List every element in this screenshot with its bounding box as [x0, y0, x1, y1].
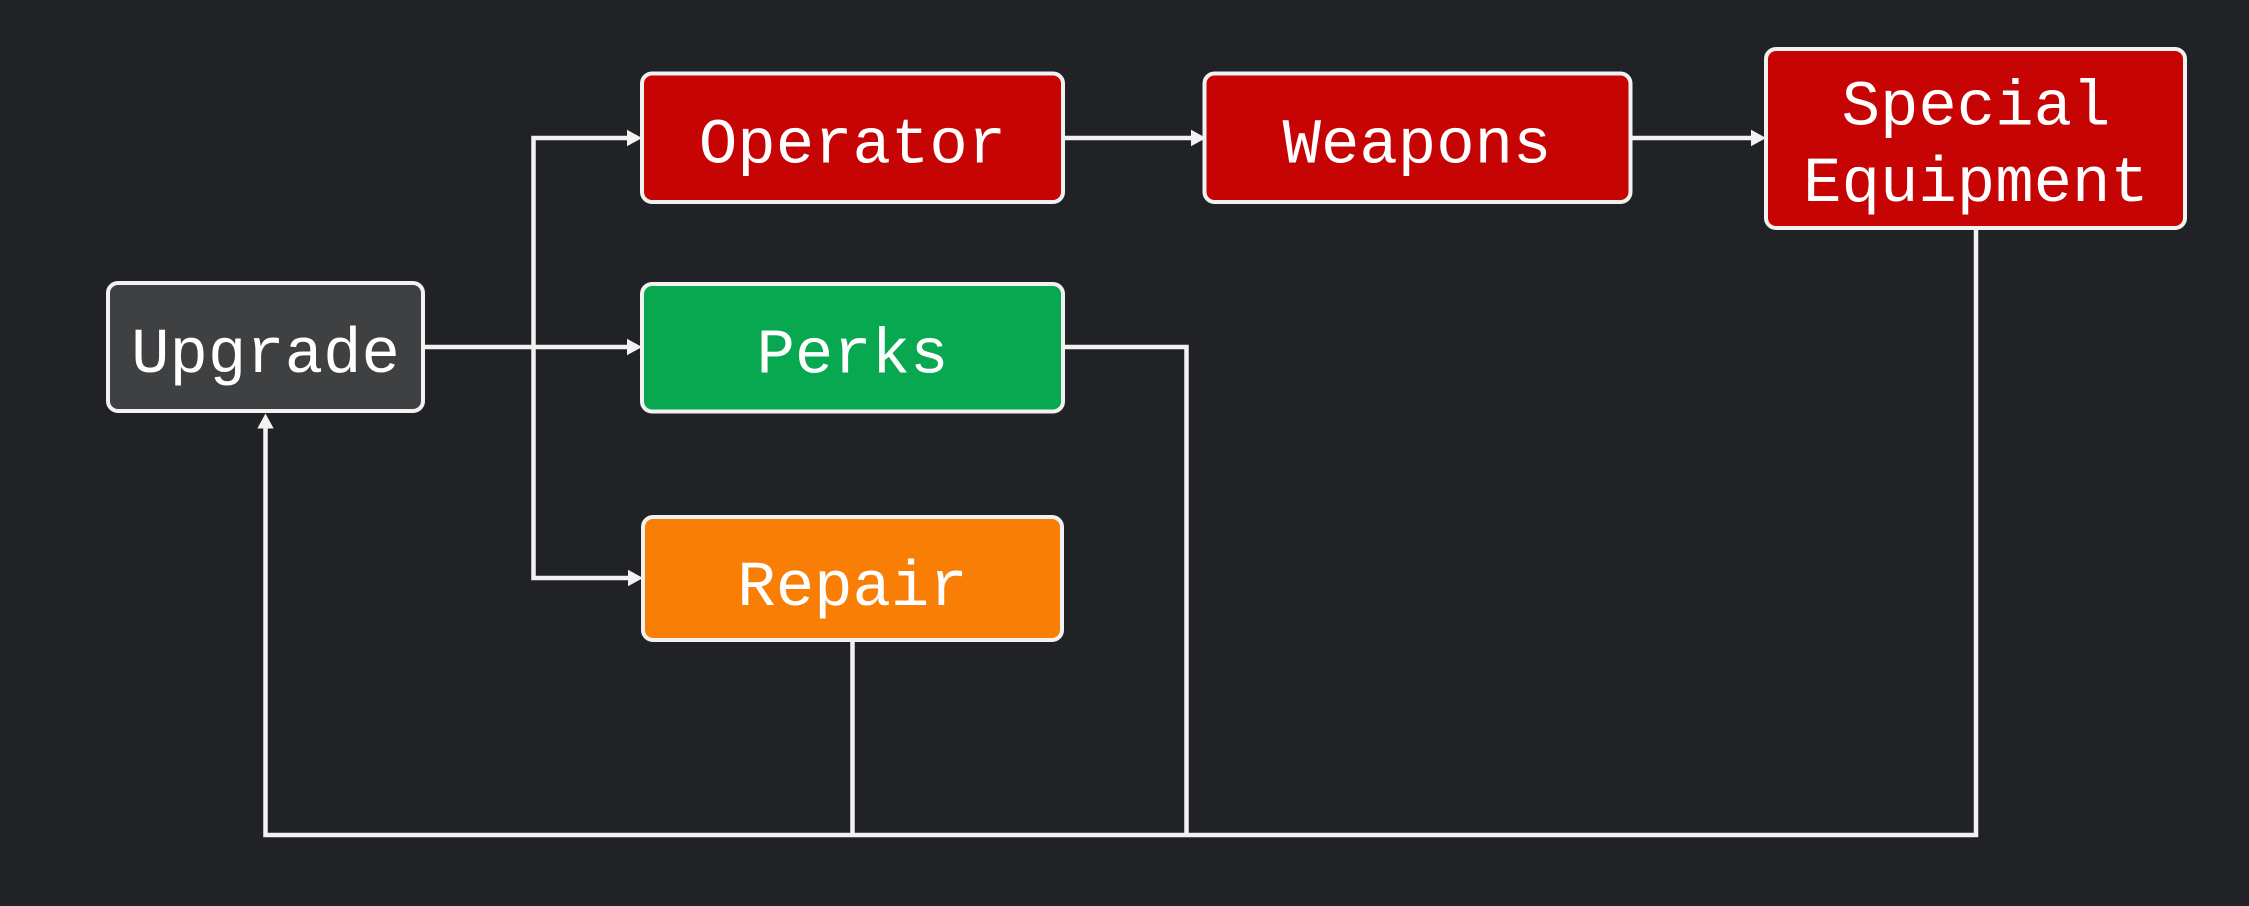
svg-text:Upgrade: Upgrade — [131, 320, 400, 392]
svg-text:Operator: Operator — [699, 111, 1006, 183]
svg-text:Weapons: Weapons — [1283, 111, 1552, 183]
svg-text:Perks: Perks — [756, 321, 948, 393]
svg-text:Repair: Repair — [737, 553, 967, 625]
svg-text:Equipment: Equipment — [1803, 149, 2149, 221]
svg-text:Special: Special — [1842, 73, 2111, 145]
